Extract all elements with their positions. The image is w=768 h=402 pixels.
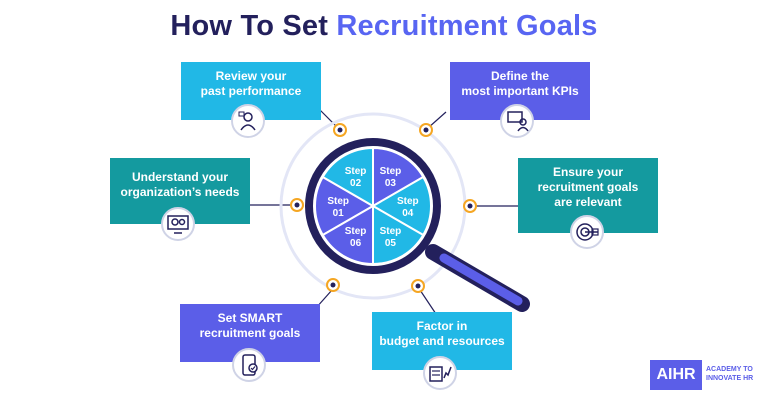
box-understand-text: Understand your organization’s needs bbox=[120, 170, 240, 199]
box-factor-text: Factor in budget and resources bbox=[379, 319, 505, 348]
step-wedge-5 bbox=[372, 204, 425, 266]
presenter-chart-icon bbox=[231, 104, 265, 138]
title-part-2: Recruitment Goals bbox=[336, 10, 598, 42]
kpi-presenter-icon bbox=[500, 104, 534, 138]
title-part-1: How To Set bbox=[170, 10, 329, 42]
gears-monitor-icon bbox=[161, 207, 195, 241]
magnifier-handle bbox=[425, 244, 530, 312]
step-wedge-6 bbox=[321, 204, 374, 266]
connector-dots bbox=[290, 123, 477, 293]
box-define-text: Define the most important KPIs bbox=[461, 69, 579, 98]
target-arrow-icon bbox=[570, 215, 604, 249]
phone-check-icon bbox=[232, 348, 266, 382]
step-wedge-2 bbox=[321, 146, 374, 208]
box-review-text: Review your past performance bbox=[200, 69, 302, 98]
step-wedge-1 bbox=[314, 175, 375, 237]
calculator-chart-icon bbox=[423, 356, 457, 390]
aihr-logo: AIHR ACADEMY TO INNOVATE HR bbox=[650, 360, 758, 390]
box-ensure-text: Ensure your recruitment goals are releva… bbox=[537, 165, 639, 209]
step-wedge-4 bbox=[371, 175, 432, 237]
page-title: How To Set Recruitment Goals bbox=[0, 10, 768, 43]
step-wedge-3 bbox=[372, 146, 425, 208]
box-smart-text: Set SMART recruitment goals bbox=[199, 311, 301, 340]
aihr-logo-mark: AIHR bbox=[650, 360, 702, 390]
aihr-logo-tagline: ACADEMY TO INNOVATE HR bbox=[706, 366, 754, 382]
